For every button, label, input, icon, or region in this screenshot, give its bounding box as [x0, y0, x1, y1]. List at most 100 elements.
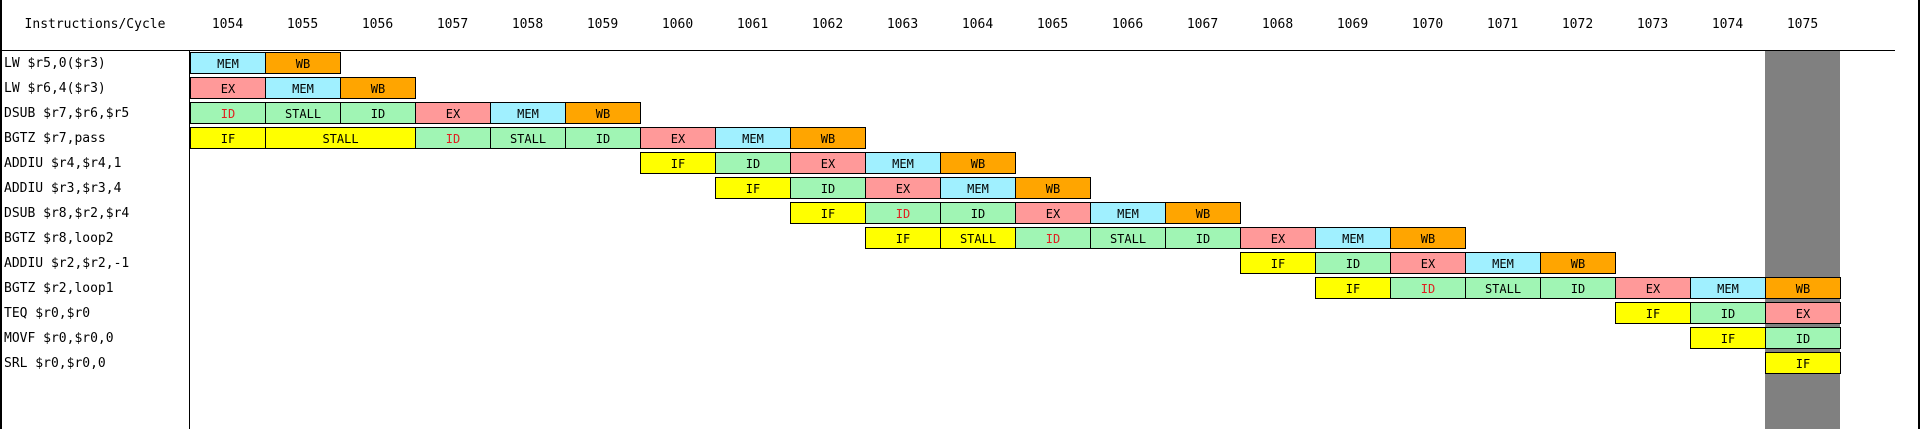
instruction-label: ADDIU $r2,$r2,-1	[4, 256, 130, 271]
stage-cell-mem: MEM	[490, 102, 566, 124]
cycle-header: 1067	[1186, 17, 1219, 32]
cycle-header: 1066	[1111, 17, 1144, 32]
cycle-header: 1072	[1561, 17, 1594, 32]
stage-cell-wb: WB	[940, 152, 1016, 174]
stage-cell-mem: MEM	[265, 77, 341, 99]
cycle-header: 1071	[1486, 17, 1519, 32]
cycle-header: 1061	[736, 17, 769, 32]
cycle-header: 1070	[1411, 17, 1444, 32]
column-divider	[189, 50, 190, 429]
cycle-header: 1064	[961, 17, 994, 32]
header-label: Instructions/Cycle	[24, 17, 166, 32]
instruction-label: DSUB $r8,$r2,$r4	[4, 206, 130, 221]
stage-cell-stall: STALL	[490, 127, 566, 149]
stage-cell-mem: MEM	[190, 52, 266, 74]
stage-cell-stall: STALL	[1465, 277, 1541, 299]
cycle-header: 1056	[361, 17, 394, 32]
stage-cell-wb: WB	[1765, 277, 1841, 299]
stage-cell-id: ID	[340, 102, 416, 124]
stage-cell-mem: MEM	[1090, 202, 1166, 224]
stage-cell-if: IF	[1690, 327, 1766, 349]
stage-cell-wb: WB	[1540, 252, 1616, 274]
instruction-label: LW $r6,4($r3)	[4, 81, 106, 96]
stage-cell-if: IF	[1765, 352, 1841, 374]
instruction-label: MOVF $r0,$r0,0	[4, 331, 114, 346]
stage-cell-mem: MEM	[865, 152, 941, 174]
cycle-header: 1074	[1711, 17, 1744, 32]
stage-cell-id: ID	[415, 127, 491, 149]
stage-cell-ex: EX	[865, 177, 941, 199]
stage-cell-wb: WB	[1390, 227, 1466, 249]
cycle-header: 1058	[511, 17, 544, 32]
cycle-header: 1069	[1336, 17, 1369, 32]
stage-cell-ex: EX	[1240, 227, 1316, 249]
cycle-header: 1065	[1036, 17, 1069, 32]
instruction-label: ADDIU $r3,$r3,4	[4, 181, 122, 196]
stage-cell-stall: STALL	[1090, 227, 1166, 249]
stage-cell-if: IF	[190, 127, 266, 149]
stage-cell-ex: EX	[1615, 277, 1691, 299]
stage-cell-ex: EX	[1015, 202, 1091, 224]
stage-cell-wb: WB	[790, 127, 866, 149]
instruction-label: BGTZ $r2,loop1	[4, 281, 114, 296]
stage-cell-mem: MEM	[715, 127, 791, 149]
stage-cell-stall: STALL	[940, 227, 1016, 249]
cycle-header: 1075	[1786, 17, 1819, 32]
cycle-header: 1055	[286, 17, 319, 32]
stage-cell-wb: WB	[1015, 177, 1091, 199]
stage-cell-wb: WB	[340, 77, 416, 99]
stage-cell-stall: STALL	[265, 127, 416, 149]
left-border	[0, 0, 2, 429]
stage-cell-if: IF	[1315, 277, 1391, 299]
cycle-header: 1054	[211, 17, 244, 32]
header-divider	[0, 50, 1895, 51]
right-border	[1918, 0, 1920, 429]
instruction-label: ADDIU $r4,$r4,1	[4, 156, 122, 171]
stage-cell-ex: EX	[415, 102, 491, 124]
stage-cell-id: ID	[1690, 302, 1766, 324]
stage-cell-if: IF	[865, 227, 941, 249]
instruction-label: DSUB $r7,$r6,$r5	[4, 106, 130, 121]
stage-cell-id: ID	[1315, 252, 1391, 274]
cycle-header: 1059	[586, 17, 619, 32]
stage-cell-id: ID	[565, 127, 641, 149]
stage-cell-if: IF	[790, 202, 866, 224]
stage-cell-mem: MEM	[1315, 227, 1391, 249]
instruction-label: LW $r5,0($r3)	[4, 56, 106, 71]
cycle-header: 1062	[811, 17, 844, 32]
stage-cell-id: ID	[865, 202, 941, 224]
stage-cell-id: ID	[1390, 277, 1466, 299]
stage-cell-id: ID	[940, 202, 1016, 224]
stage-cell-mem: MEM	[940, 177, 1016, 199]
stage-cell-id: ID	[1765, 327, 1841, 349]
instruction-label: TEQ $r0,$r0	[4, 306, 91, 321]
stage-cell-wb: WB	[1165, 202, 1241, 224]
stage-cell-ex: EX	[790, 152, 866, 174]
stage-cell-ex: EX	[1765, 302, 1841, 324]
stage-cell-wb: WB	[565, 102, 641, 124]
cycle-header: 1068	[1261, 17, 1294, 32]
cycle-header: 1063	[886, 17, 919, 32]
stage-cell-id: ID	[715, 152, 791, 174]
stage-cell-wb: WB	[265, 52, 341, 74]
stage-cell-ex: EX	[190, 77, 266, 99]
stage-cell-if: IF	[715, 177, 791, 199]
stage-cell-stall: STALL	[265, 102, 341, 124]
stage-cell-id: ID	[1540, 277, 1616, 299]
stage-cell-id: ID	[1165, 227, 1241, 249]
instruction-label: SRL $r0,$r0,0	[4, 356, 106, 371]
stage-cell-if: IF	[640, 152, 716, 174]
stage-cell-ex: EX	[1390, 252, 1466, 274]
instruction-label: BGTZ $r7,pass	[4, 131, 106, 146]
stage-cell-id: ID	[1015, 227, 1091, 249]
cycle-header: 1073	[1636, 17, 1669, 32]
stage-cell-id: ID	[790, 177, 866, 199]
instruction-label: BGTZ $r8,loop2	[4, 231, 114, 246]
stage-cell-if: IF	[1615, 302, 1691, 324]
stage-cell-mem: MEM	[1690, 277, 1766, 299]
cycle-header: 1060	[661, 17, 694, 32]
stage-cell-ex: EX	[640, 127, 716, 149]
stage-cell-id: ID	[190, 102, 266, 124]
stage-cell-mem: MEM	[1465, 252, 1541, 274]
